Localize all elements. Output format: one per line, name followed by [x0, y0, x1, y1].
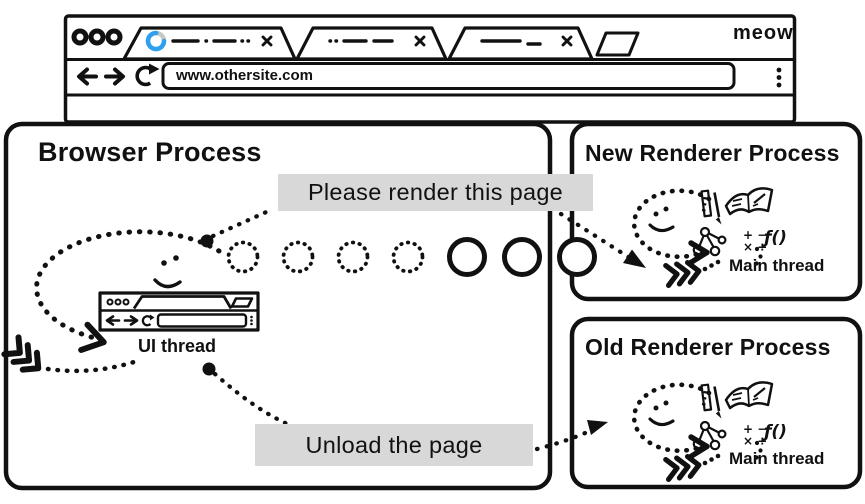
forward-button[interactable]: [104, 67, 125, 86]
to-old-renderer-arrowhead-icon: [587, 420, 608, 435]
function-icon: ƒ(): [761, 228, 787, 248]
new-renderer-title: New Renderer Process: [585, 140, 840, 166]
speed-chevrons-icon: [663, 259, 702, 289]
book-icon: [724, 187, 774, 216]
tab-title-scribble: [480, 39, 542, 46]
unload-message-label: Unload the page: [255, 424, 533, 466]
render-message-connector-dotted: [210, 206, 276, 239]
browser-smiley-face: [153, 255, 182, 289]
old-renderer-title: Old Renderer Process: [585, 334, 831, 360]
reload-button[interactable]: [135, 63, 160, 87]
brand-text: meow: [733, 22, 794, 44]
new-tab-button[interactable]: [595, 31, 640, 57]
close-icon[interactable]: [261, 35, 273, 47]
main-thread-label-old: Main thread: [729, 449, 825, 468]
ui-thread-loop-dotted: [34, 229, 222, 343]
tab-1[interactable]: [122, 26, 297, 61]
tab-3[interactable]: [447, 26, 594, 61]
new-renderer-process-box: [569, 121, 863, 302]
math-icon: × ÷: [743, 434, 767, 448]
ui-thread-label: UI thread: [138, 336, 217, 356]
render-message-anchor-dot: [200, 234, 214, 248]
url-text[interactable]: www.othersite.com: [176, 67, 313, 84]
to-old-renderer-dotted: [534, 427, 595, 452]
window-traffic-lights[interactable]: [71, 28, 123, 46]
page-loading-circles: [226, 237, 597, 277]
url-bar[interactable]: [161, 62, 736, 90]
window-button-icon[interactable]: [71, 28, 89, 46]
mini-browser-icon: [98, 291, 260, 332]
math-icon: × ÷: [743, 240, 767, 254]
window-button-icon[interactable]: [88, 28, 106, 46]
loop-arrowhead-icon: [78, 321, 107, 353]
renderer-thread-art: [631, 187, 774, 289]
render-message-label: Please render this page: [278, 174, 593, 211]
renderer-smiley-face: [648, 206, 675, 233]
tab-2[interactable]: [295, 26, 448, 61]
unload-message-connector-dotted: [212, 371, 300, 431]
window-button-icon[interactable]: [105, 28, 123, 46]
ruler-pencil-icon: [700, 189, 722, 225]
browser-process-box: [3, 121, 553, 491]
loading-spinner-icon: [145, 30, 167, 52]
menu-dots-icon[interactable]: [776, 67, 782, 88]
main-thread-label-new: Main thread: [729, 256, 825, 275]
mini-trail-dots: [754, 246, 763, 266]
to-new-renderer-dotted: [558, 211, 633, 261]
function-icon: ƒ(): [761, 422, 787, 442]
back-button[interactable]: [77, 67, 98, 86]
dom-tree-icon: [692, 226, 727, 257]
browser-process-title: Browser Process: [38, 137, 262, 167]
math-icon: + −: [743, 422, 767, 436]
close-icon[interactable]: [561, 35, 573, 47]
to-new-renderer-arrowhead-icon: [623, 249, 646, 268]
close-icon[interactable]: [414, 35, 426, 47]
browser-window: [63, 14, 797, 124]
speed-trail-dotted: [45, 359, 137, 374]
unload-message-anchor-dot: [202, 362, 216, 376]
old-renderer-process-box: [569, 316, 863, 490]
math-icon: + −: [743, 228, 767, 242]
speed-chevrons-icon: [1, 334, 42, 373]
